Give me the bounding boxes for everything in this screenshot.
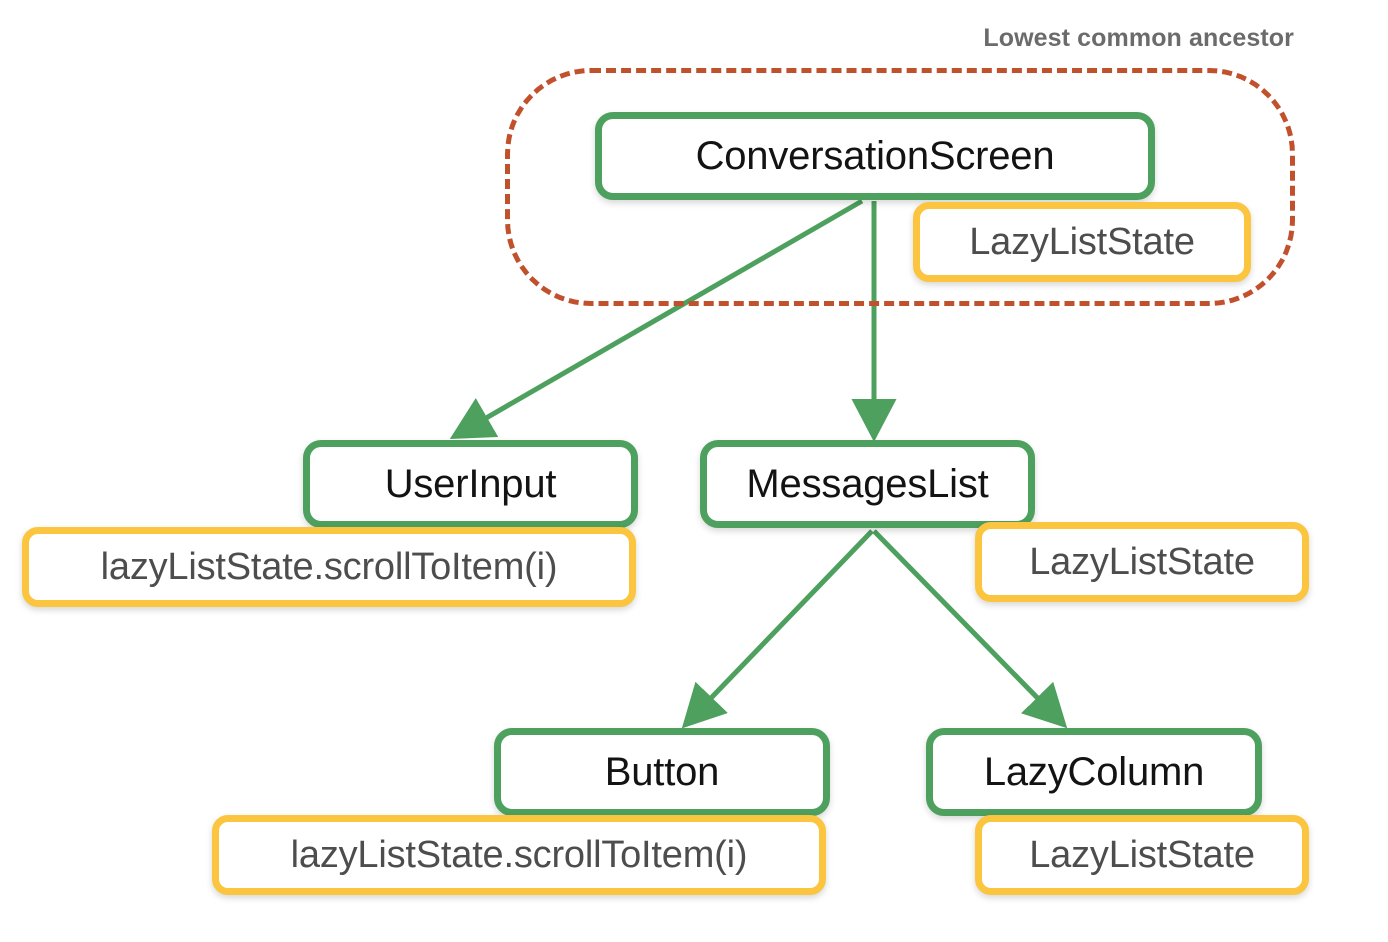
badge-button-state[interactable]: lazyListState.scrollToItem(i)	[212, 815, 826, 895]
badge-messages-list-state[interactable]: LazyListState	[975, 522, 1309, 602]
node-messages-list[interactable]: MessagesList	[700, 440, 1035, 528]
node-lazy-column[interactable]: LazyColumn	[926, 728, 1262, 816]
lowest-common-ancestor-title: Lowest common ancestor	[983, 24, 1294, 52]
badge-user-input-state[interactable]: lazyListState.scrollToItem(i)	[22, 527, 636, 607]
node-button[interactable]: Button	[494, 728, 830, 816]
lowest-common-ancestor-region	[505, 68, 1295, 306]
edge-messageslist-button	[681, 529, 874, 729]
node-conversation-screen[interactable]: ConversationScreen	[595, 112, 1155, 200]
node-user-input[interactable]: UserInput	[303, 440, 638, 528]
badge-lazy-column-state[interactable]: LazyListState	[975, 815, 1309, 895]
badge-conversation-screen-state[interactable]: LazyListState	[913, 202, 1251, 282]
